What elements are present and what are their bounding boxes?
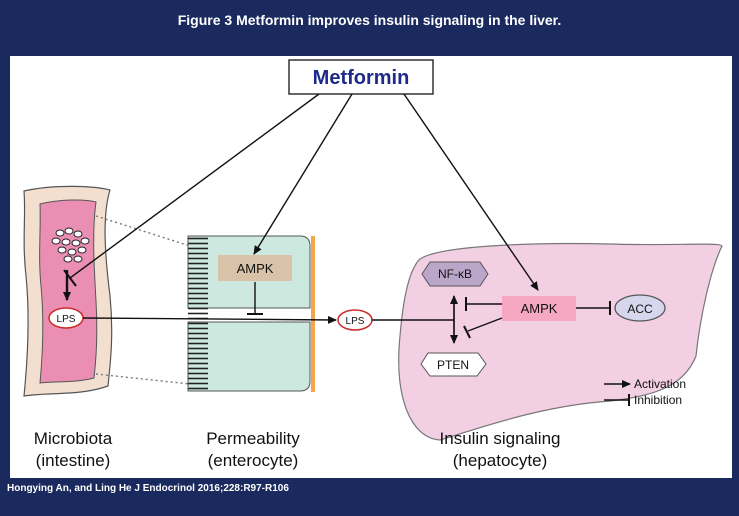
caption-insulin-title: Insulin signaling — [439, 429, 561, 448]
caption-permeability-sub: (enterocyte) — [207, 451, 299, 470]
caption-microbiota: Microbiota (intestine) — [18, 428, 128, 472]
acc-label: ACC — [627, 302, 653, 316]
caption-permeability-title: Permeability — [206, 429, 300, 448]
pten-label: PTEN — [437, 358, 469, 372]
metformin-box — [288, 59, 434, 95]
bacteria-cluster-icon — [51, 227, 90, 263]
projection-line-bottom — [95, 373, 191, 385]
caption-microbiota-title: Microbiota — [33, 429, 113, 448]
caption-insulin-sub: (hepatocyte) — [452, 451, 548, 470]
citation-footer: Hongying An, and Ling He J Endocrinol 20… — [7, 483, 289, 494]
ampk-liver-label: AMPK — [521, 301, 558, 316]
pten-node — [420, 352, 487, 377]
ampk-enterocyte-label: AMPK — [237, 261, 274, 276]
lps-translocation-arrow — [82, 315, 337, 324]
inhibition-bar-pten — [463, 325, 471, 339]
lps-blood-label: LPS — [346, 316, 365, 327]
metformin-label: Metformin — [313, 67, 410, 89]
ampk-enterocyte-box — [218, 255, 292, 281]
liver-shape — [398, 242, 723, 441]
enterocyte-cells — [187, 235, 311, 392]
metformin-inhibits-lps-line — [69, 93, 320, 279]
lps-gut-label: LPS — [57, 314, 76, 325]
metformin-activates-ampk-enterocyte — [253, 93, 353, 255]
projection-line-top — [95, 215, 191, 247]
nfkb-node — [421, 261, 489, 287]
caption-microbiota-sub: (intestine) — [35, 451, 111, 470]
caption-insulin-signaling: Insulin signaling (hepatocyte) — [410, 428, 590, 472]
legend-inhibition-label: Inhibition — [634, 393, 682, 407]
metformin-activates-ampk-liver — [403, 93, 539, 291]
caption-permeability: Permeability (enterocyte) — [178, 428, 328, 472]
ampk-inhibits-pten-line — [467, 317, 503, 332]
membrane-bar — [311, 236, 315, 392]
legend-activation-label: Activation — [634, 377, 686, 391]
ampk-liver-box — [502, 296, 576, 321]
nfkb-label: NF-κB — [438, 267, 472, 281]
acc-node — [614, 294, 666, 322]
pathway-diagram: Metformin AMPK LPS LPS NF-κB PTEN — [23, 59, 723, 441]
intestine-shape — [23, 185, 113, 397]
diagram-panel: Metformin AMPK LPS LPS NF-κB PTEN — [10, 56, 732, 478]
figure-title: Figure 3 Metformin improves insulin sign… — [177, 12, 562, 28]
